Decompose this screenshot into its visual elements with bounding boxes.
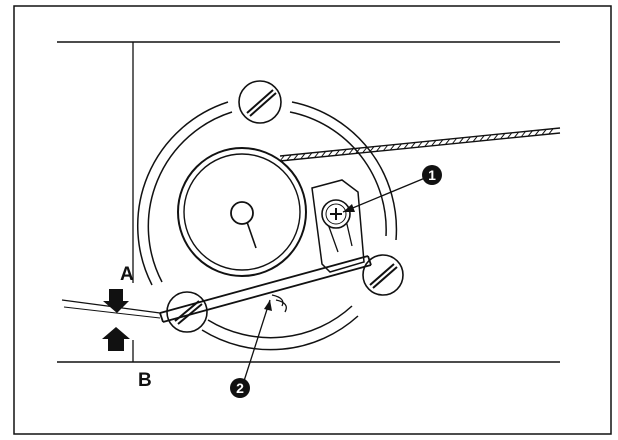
arrow-up-icon [103, 289, 129, 313]
label-a: A [120, 264, 134, 285]
callout-2: 2 [230, 299, 272, 398]
thread [279, 127, 561, 162]
callout-1-number: 1 [428, 167, 436, 183]
callout-1: 1 [342, 165, 442, 213]
direction-arrows [102, 289, 130, 351]
right-screw [362, 254, 404, 296]
top-screw [238, 80, 282, 124]
arrow-down-icon [102, 327, 130, 351]
label-b: B [138, 370, 152, 391]
callout-2-number: 2 [236, 380, 244, 396]
setscrew-bracket [311, 179, 365, 273]
frame-border [13, 5, 612, 435]
tension-disk [177, 147, 307, 277]
